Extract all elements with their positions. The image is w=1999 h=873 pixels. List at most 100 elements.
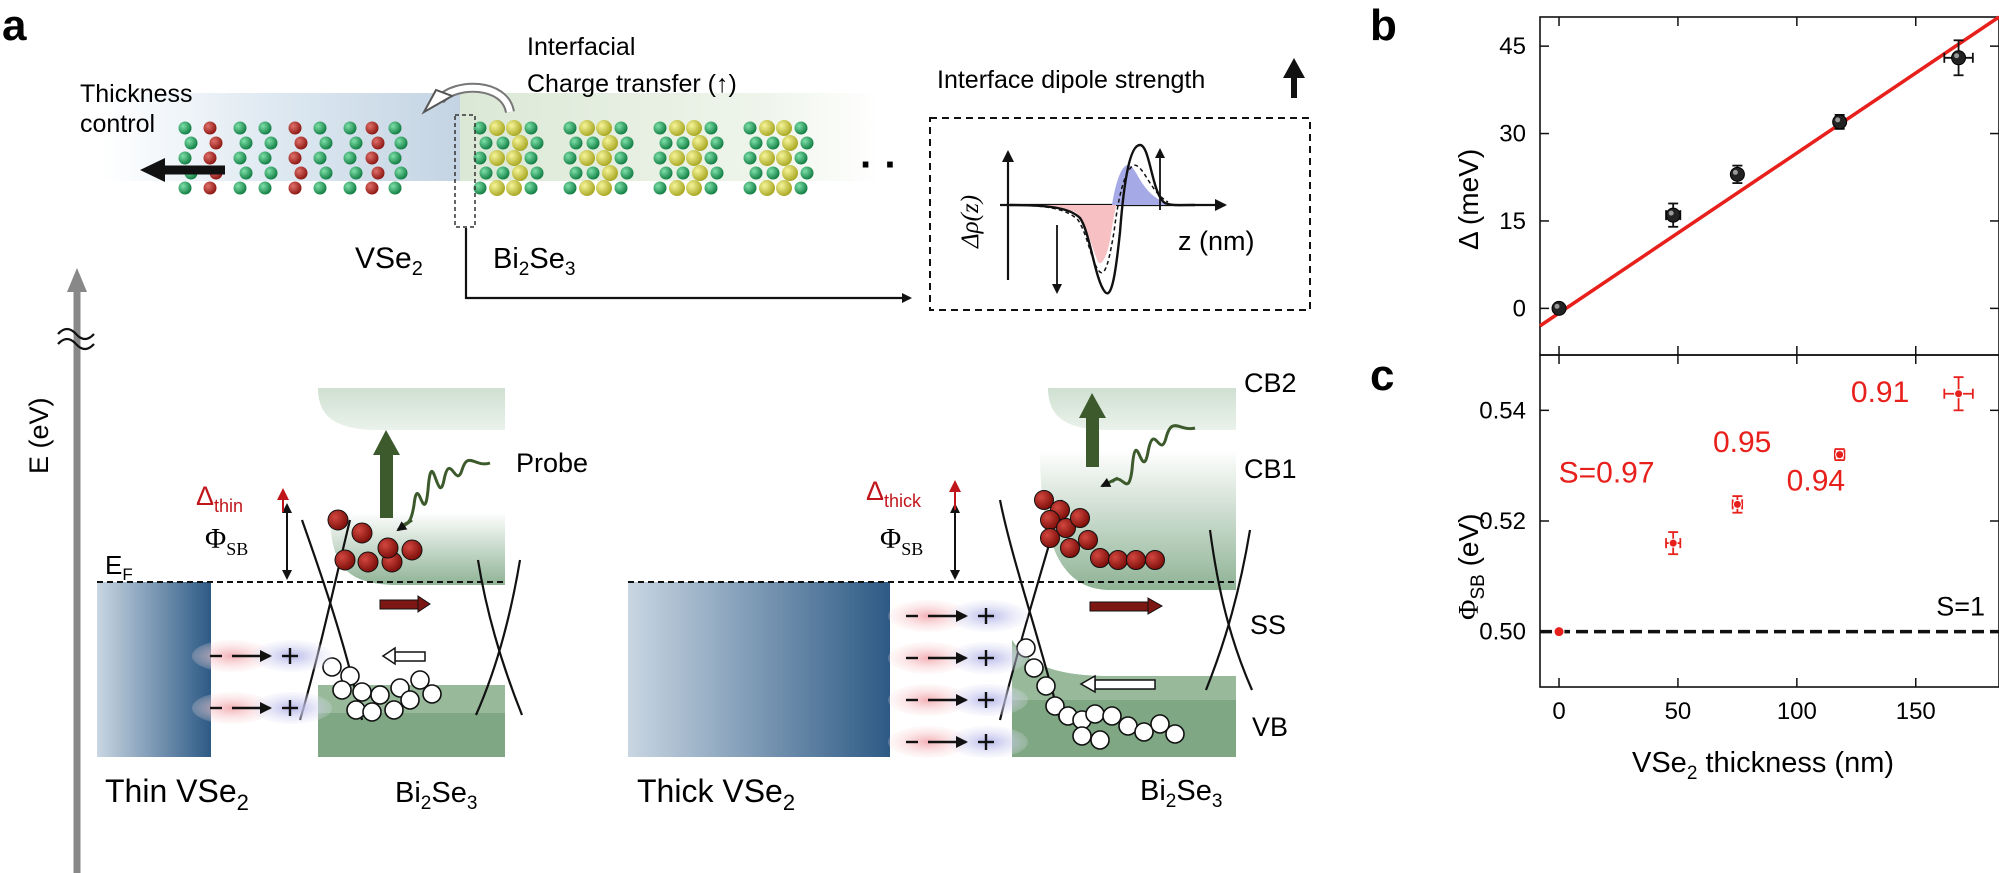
data-point <box>1668 538 1678 548</box>
thick-electron <box>1108 550 1128 570</box>
thin-hole <box>332 680 352 700</box>
se-atom <box>563 151 577 165</box>
panel-label-b: b <box>1370 1 1397 50</box>
bi-atom <box>686 150 702 166</box>
thin-hole <box>400 690 420 710</box>
thin-electron <box>351 522 373 544</box>
thin-probe-head <box>373 430 400 455</box>
se-atom <box>710 136 724 150</box>
bi-atom <box>782 135 798 151</box>
thick-holes <box>1016 638 1185 750</box>
se-atom <box>479 166 493 180</box>
thick-cb1 <box>1040 450 1236 590</box>
band-diagram-thin: EF ΦSB Δthin Probe Thin VSe2 Bi2Se3 <box>97 388 588 815</box>
data-point <box>1665 207 1681 223</box>
thick-hole <box>1090 730 1110 750</box>
se-atom <box>743 121 757 135</box>
vse2-se-atom <box>258 121 272 135</box>
data-point-highlight <box>1668 210 1674 216</box>
thick-semi-label: Bi2Se3 <box>1140 775 1222 812</box>
y-tick-label: 0.54 <box>1479 397 1526 424</box>
vse2-se-atom <box>349 166 363 180</box>
thick-hole <box>1024 658 1044 678</box>
se-atom <box>524 121 538 135</box>
se-atom <box>473 151 487 165</box>
vse2-v-atom <box>365 121 379 135</box>
data-point <box>1729 166 1745 182</box>
se-atom <box>794 181 808 195</box>
bi-atom <box>692 165 708 181</box>
vse2-se-atom <box>233 181 247 195</box>
se-atom <box>473 121 487 135</box>
thick-probe-wave <box>1110 424 1196 486</box>
vse2-se-atom <box>388 181 402 195</box>
thick-cb2-label: CB2 <box>1244 368 1297 398</box>
thick-hole <box>1036 676 1056 696</box>
se-atom <box>530 136 544 150</box>
bi-atom <box>596 150 612 166</box>
data-point <box>1954 389 1964 399</box>
bi-atom <box>579 180 595 196</box>
annotation: 0.94 <box>1787 465 1845 498</box>
reference-line-label: S=1 <box>1936 592 1985 622</box>
vse2-se-atom <box>178 151 192 165</box>
se-atom <box>710 166 724 180</box>
bi-atom <box>506 180 522 196</box>
se-atom <box>653 121 667 135</box>
thick-probe-shaft <box>1086 415 1099 467</box>
thick-electron <box>1034 490 1054 510</box>
se-atom <box>743 151 757 165</box>
bi-atom <box>489 150 505 166</box>
data-point <box>1732 499 1742 509</box>
thin-delta-label: Δthin <box>196 481 243 516</box>
bi-atom <box>776 150 792 166</box>
vse2-v-atom <box>288 181 302 195</box>
se-atom <box>659 136 673 150</box>
thin-ss-4 <box>474 559 522 716</box>
data-point-highlight <box>1954 53 1960 59</box>
energy-axis-arrow <box>67 268 87 292</box>
thick-hole <box>1165 724 1185 744</box>
se-atom <box>620 136 634 150</box>
thick-hole <box>1072 726 1092 746</box>
se-atom <box>659 166 673 180</box>
vse2-v-atom <box>203 151 217 165</box>
data-point <box>1832 114 1848 130</box>
thin-hole <box>384 700 404 720</box>
vse2-se-atom <box>184 136 198 150</box>
thin-hole <box>370 685 390 705</box>
vse2-se-atom <box>343 121 357 135</box>
thick-electron <box>1040 528 1060 548</box>
se-atom <box>749 136 763 150</box>
heterostructure-schematic: Thickness control Interfacial Charge tra… <box>80 33 912 303</box>
se-atom <box>794 151 808 165</box>
plot-b-frame <box>1539 16 1999 356</box>
thick-electron <box>1070 508 1090 528</box>
inset-xlabel: z (nm) <box>1178 226 1255 256</box>
thin-electron <box>327 509 349 531</box>
bi-atom <box>489 120 505 136</box>
y-tick-label: 30 <box>1499 121 1526 148</box>
se-atom <box>524 151 538 165</box>
thick-ss-3 <box>1208 529 1254 691</box>
y-tick-label: 15 <box>1499 208 1526 235</box>
se-atom <box>766 166 780 180</box>
thin-semi-label: Bi2Se3 <box>395 777 477 814</box>
thickness-label-2: control <box>80 110 155 138</box>
se-atom <box>479 136 493 150</box>
inset-solid-curve <box>1009 143 1196 295</box>
vse2-v-atom <box>371 166 385 180</box>
vse2-se-atom <box>178 121 192 135</box>
thick-hole <box>1085 704 1105 724</box>
thick-electron <box>1056 518 1076 538</box>
thick-metal-block <box>628 582 890 757</box>
thin-metal-block <box>97 582 211 757</box>
se-atom <box>614 181 628 195</box>
bi-atom <box>692 135 708 151</box>
se-atom <box>704 151 718 165</box>
se-atom <box>563 121 577 135</box>
thick-hole <box>1134 722 1154 742</box>
thick-ss-label: SS <box>1250 610 1286 640</box>
bi-atom <box>782 165 798 181</box>
